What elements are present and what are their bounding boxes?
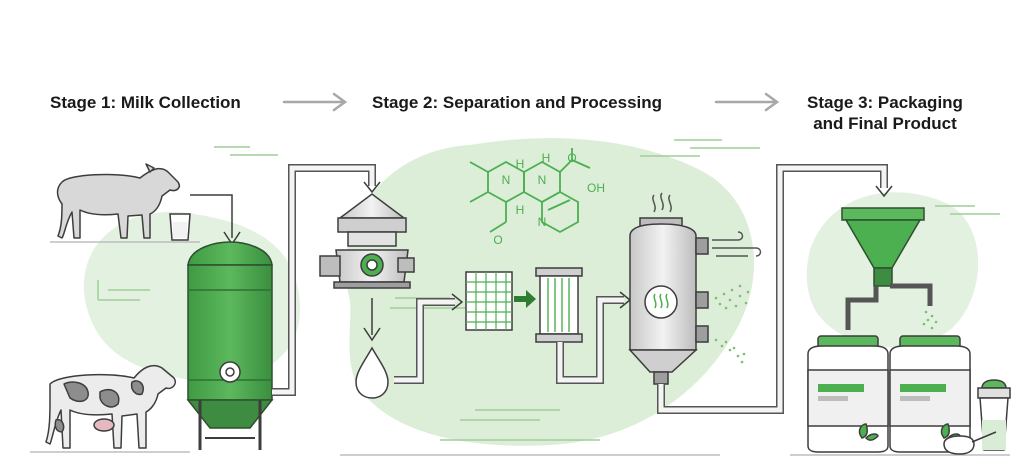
pipe-inner: [658, 165, 887, 413]
wind-icon: [712, 231, 762, 257]
cow-icon: [45, 364, 177, 449]
spray-particles: [714, 284, 750, 364]
steam-icon: [652, 192, 672, 213]
pipe: [845, 283, 933, 330]
shaker-bottle-icon: [977, 379, 1011, 451]
flow-arrow: [190, 194, 233, 238]
molecule-structure: [469, 148, 591, 234]
protein-tub-icon: [807, 335, 889, 453]
pipe-inner: [557, 297, 624, 383]
cow-icon: [56, 163, 181, 239]
membrane-filter-icon: [535, 267, 583, 343]
pipe-inner: [394, 299, 455, 383]
stage-3-title-line2: and Final Product: [813, 114, 957, 133]
funnel-icon: [841, 207, 925, 287]
decorative-lines-gray: [30, 241, 1010, 456]
pipe-inner: [272, 165, 375, 395]
scoop-icon: [943, 431, 997, 455]
atom-label: O: [567, 151, 576, 165]
atom-label: O: [493, 233, 502, 247]
molecule-atoms: H N N H OH O N H O: [493, 151, 605, 247]
milk-drop-icon: [355, 346, 389, 399]
flow-arrowhead: [363, 327, 381, 342]
atom-label: H: [516, 157, 525, 171]
flow-arrowhead: [451, 293, 464, 311]
flow-arrow-green: [514, 290, 536, 308]
stage-arrow-2: [714, 92, 780, 112]
atom-label: N: [538, 173, 547, 187]
milk-glass-icon: [169, 213, 191, 241]
atom-label: N: [538, 215, 547, 229]
atom-label: H: [516, 203, 525, 217]
flow-arrowhead: [875, 185, 893, 198]
atom-label: N: [502, 173, 511, 187]
flow-arrowhead: [363, 181, 381, 194]
centrifuge-icon: [319, 193, 415, 289]
spray-dryer-icon: [628, 217, 709, 385]
stage-1-title: Stage 1: Milk Collection: [50, 93, 241, 112]
leaf-icon: [858, 423, 879, 441]
protein-tub-icon: [889, 335, 971, 453]
atom-label: OH: [587, 181, 605, 195]
stage-arrow-1: [282, 92, 348, 112]
stage-2-title: Stage 2: Separation and Processing: [372, 93, 663, 112]
stage-3-title-line1: Stage 3: Packaging: [807, 93, 963, 112]
powder-particles: [922, 310, 938, 330]
stage-3-title: Stage 3: Packaging and Final Product: [790, 92, 980, 134]
storage-tank-icon: [186, 241, 274, 450]
atom-label: H: [542, 151, 551, 165]
mesh-filter-icon: [465, 271, 513, 331]
